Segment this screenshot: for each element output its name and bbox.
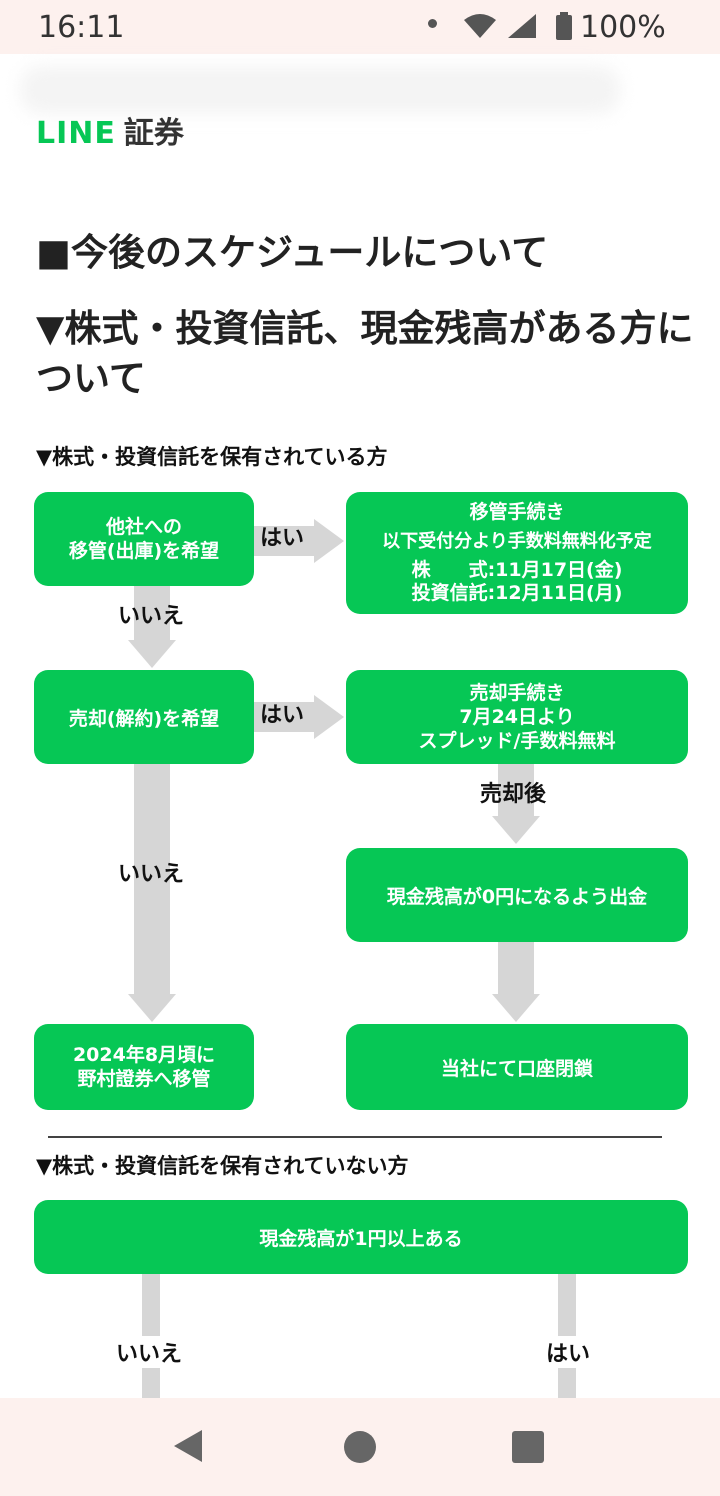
connector	[134, 764, 170, 996]
connector	[498, 942, 534, 994]
connector	[254, 702, 314, 732]
label-yes: はい	[260, 703, 305, 728]
notification-dot-icon	[428, 19, 437, 28]
home-icon[interactable]	[344, 1431, 376, 1463]
connector	[254, 526, 314, 556]
section-holders-title: ▼株式・投資信託を保有されている方	[36, 445, 388, 469]
logo-sub-text: 証券	[123, 116, 184, 151]
box-line: 2024年8月頃に	[72, 1044, 216, 1066]
box-line: 当社にて口座閉鎖	[440, 1057, 593, 1080]
box-cash-balance: 現金残高が1円以上ある	[34, 1200, 688, 1274]
connector	[134, 586, 170, 640]
box-withdraw: 現金残高が0円になるよう出金	[346, 848, 688, 942]
box-transfer-procedure: 移管手続き 以下受付分より手数料無料化予定 株 式:11月17日(金) 投資信託…	[346, 492, 688, 614]
arrow-down	[128, 994, 176, 1022]
signal-icon	[508, 14, 536, 38]
blurred-header	[20, 66, 620, 114]
logo-line-text: LINE	[36, 116, 116, 151]
holders-heading: ▼株式・投資信託、現金残高がある方について	[36, 307, 694, 400]
label-no: いいえ	[116, 1336, 183, 1368]
status-time: 16:11	[38, 10, 125, 45]
box-line: 現金残高が0円になるよう出金	[386, 885, 648, 908]
schedule-heading: ■今後のスケジュールについて	[36, 231, 549, 274]
box-account-close: 当社にて口座閉鎖	[346, 1024, 688, 1110]
box-line: 以下受付分より手数料無料化予定	[382, 531, 652, 552]
label-no: いいえ	[118, 862, 185, 887]
box-line: 売却手続き	[469, 682, 565, 704]
box-line: 移管(出庫)を希望	[68, 540, 220, 562]
box-line: 移管手続き	[469, 501, 565, 523]
arrow-right	[314, 695, 344, 739]
arrow-down	[492, 816, 540, 844]
label-no: いいえ	[118, 604, 185, 629]
label-yes: はい	[546, 1336, 591, 1368]
arrow-down	[492, 994, 540, 1022]
back-icon[interactable]	[172, 1428, 204, 1464]
recent-apps-icon[interactable]	[512, 1431, 544, 1463]
box-line: 現金残高が1円以上ある	[259, 1227, 463, 1250]
battery-percent: 100%	[580, 10, 666, 45]
box-sell-procedure: 売却手続き 7月24日より スプレッド/手数料無料	[346, 670, 688, 764]
box-line: 売却(解約)を希望	[68, 707, 220, 730]
box-line: 投資信託:12月11日(月)	[411, 582, 623, 604]
box-nomura-transfer: 2024年8月頃に 野村證券へ移管	[34, 1024, 254, 1110]
connector	[498, 764, 534, 816]
box-transfer-request: 他社への 移管(出庫)を希望	[34, 492, 254, 586]
box-sell-request: 売却(解約)を希望	[34, 670, 254, 764]
box-line: 7月24日より	[459, 706, 575, 728]
battery-icon	[556, 12, 572, 40]
section-non-holders-title: ▼株式・投資信託を保有されていない方	[36, 1154, 409, 1178]
box-line: 株 式:11月17日(金)	[411, 559, 623, 581]
wifi-icon	[464, 14, 496, 38]
status-bar: 16:11 100%	[0, 0, 720, 54]
box-line: 他社への	[105, 516, 182, 538]
divider	[48, 1136, 662, 1138]
label-after-sell: 売却後	[480, 782, 547, 807]
box-line: スプレッド/手数料無料	[418, 730, 616, 752]
arrow-right	[314, 519, 344, 563]
arrow-down	[128, 640, 176, 668]
box-line: 野村證券へ移管	[77, 1068, 211, 1090]
label-yes: はい	[260, 526, 305, 551]
